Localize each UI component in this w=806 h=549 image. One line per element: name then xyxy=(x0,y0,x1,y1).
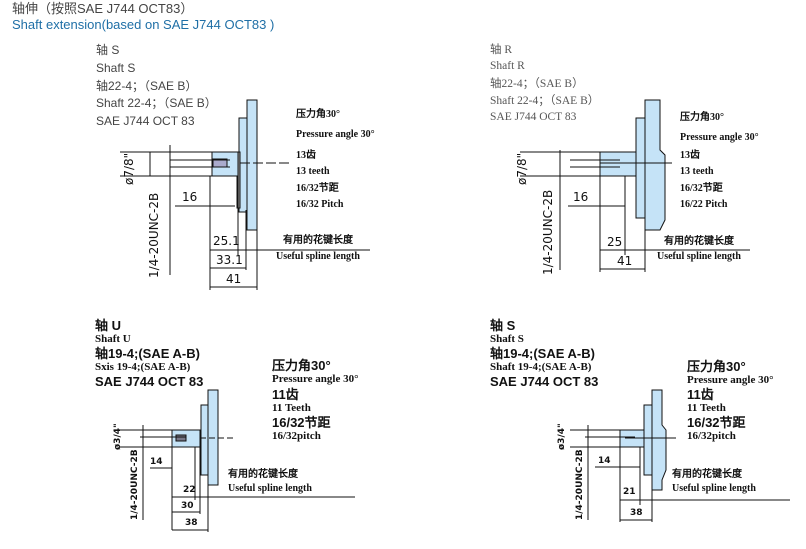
dim-25: 25 xyxy=(607,235,623,249)
pitch-cn: 16/32节距 xyxy=(296,183,339,194)
title-cn: 轴伸（按照SAE J744 OCT83） xyxy=(12,1,194,16)
spec-line: Shaft U xyxy=(95,333,131,345)
dim-21: 21 xyxy=(623,487,636,497)
pressure-angle-en: Pressure angle 30° xyxy=(272,373,359,385)
spec-line: 轴19-4;(SAE A-B) xyxy=(490,346,595,361)
pressure-angle-cn: 压力角30° xyxy=(272,358,331,373)
teeth-en: 11 Teeth xyxy=(687,402,726,414)
spec-line: Sxis 19-4;(SAE A-B) xyxy=(95,361,191,373)
teeth-cn: 13齿 xyxy=(680,150,700,161)
spec-line: 轴22-4；（SAE B） xyxy=(490,78,584,90)
spec-line: SAE J744 OCT 83 xyxy=(95,374,204,389)
spec-line: Shaft 22-4；（SAE B） xyxy=(96,96,217,110)
spec-line: 轴 R xyxy=(490,44,513,56)
pitch-en: 16/32pitch xyxy=(272,430,321,442)
teeth-en: 13 teeth xyxy=(680,166,714,177)
spec-line: 轴 S xyxy=(490,318,516,333)
pressure-angle-cn: 压力角30° xyxy=(687,359,746,374)
spec-line: SAE J744 OCT 83 xyxy=(490,111,577,123)
dim-38: 38 xyxy=(630,508,643,518)
spline-length-cn: 有用的花键长度 xyxy=(672,469,742,480)
pressure-angle-cn: 压力角30° xyxy=(680,112,724,123)
spec-line: Shaft S xyxy=(490,333,524,345)
spec-line: SAE J744 OCT 83 xyxy=(490,374,599,389)
dim-41: 41 xyxy=(226,272,242,286)
spline-length-cn: 有用的花键长度 xyxy=(283,235,353,246)
pitch-cn: 16/32节距 xyxy=(272,415,331,430)
drawing-shaft-s-22-4 xyxy=(120,99,370,290)
dim-16: 16 xyxy=(182,190,198,204)
teeth-cn: 13齿 xyxy=(296,150,316,161)
teeth-cn: 11齿 xyxy=(272,387,299,402)
spec-line: 轴 U xyxy=(95,318,122,333)
pitch-cn: 16/32节距 xyxy=(687,415,746,430)
dim-14: 14 xyxy=(598,456,611,466)
title-en: Shaft extension(based on SAE J744 OCT83 … xyxy=(12,17,275,32)
spline-length-en: Useful spline length xyxy=(657,251,741,262)
diameter-label: ø3/4" xyxy=(113,423,123,450)
thread-label: 1/4-20UNC-2B xyxy=(575,449,585,520)
dim-25-1: 25.1 xyxy=(213,234,240,248)
teeth-en: 11 Teeth xyxy=(272,402,311,414)
dim-16: 16 xyxy=(573,190,589,204)
spec-line: Shaft S xyxy=(96,61,136,75)
teeth-cn: 11齿 xyxy=(687,387,714,402)
drawing-shaft-s-19-4 xyxy=(570,389,790,522)
spec-line: 轴22-4；（SAE B） xyxy=(96,79,198,93)
dim-30: 30 xyxy=(181,501,194,511)
pitch-cn: 16/32节距 xyxy=(680,183,723,194)
pressure-angle-en: Pressure angle 30° xyxy=(687,374,774,386)
dim-38: 38 xyxy=(185,518,198,528)
drawing-shaft-r xyxy=(520,99,750,272)
dim-14: 14 xyxy=(150,457,163,467)
drawing-shaft-u xyxy=(120,389,355,532)
pressure-angle-en: Pressure angle 30° xyxy=(680,132,759,143)
dim-41: 41 xyxy=(617,254,633,268)
spline-length-en: Useful spline length xyxy=(228,483,312,494)
spec-line: Shaft 22-4；（SAE B） xyxy=(490,95,600,107)
dim-33-1: 33.1 xyxy=(216,253,243,267)
diameter-label: ø7/8" xyxy=(515,152,529,185)
thread-label: 1/4-20UNC-2B xyxy=(541,189,555,275)
spec-line: Shaft R xyxy=(490,60,525,72)
dim-22: 22 xyxy=(183,485,196,495)
pitch-en: 16/32 Pitch xyxy=(296,199,344,210)
spec-line: 轴19-4;(SAE A-B) xyxy=(95,346,200,361)
thread-label: 1/4-20UNC-2B xyxy=(130,449,140,520)
spline-length-cn: 有用的花键长度 xyxy=(228,469,298,480)
teeth-en: 13 teeth xyxy=(296,166,330,177)
spline-length-en: Useful spline length xyxy=(276,251,360,262)
pressure-angle-en: Pressure angle 30° xyxy=(296,129,375,140)
spec-line: Shaft 19-4;(SAE A-B) xyxy=(490,361,592,373)
pressure-angle-cn: 压力角30° xyxy=(296,109,340,120)
spec-line: 轴 S xyxy=(96,43,120,57)
spline-length-en: Useful spline length xyxy=(672,483,756,494)
thread-label: 1/4-20UNC-2B xyxy=(147,192,161,278)
spec-line: SAE J744 OCT 83 xyxy=(96,114,195,128)
diameter-label: ø7/8" xyxy=(122,152,136,185)
pitch-en: 16/22 Pitch xyxy=(680,199,728,210)
diameter-label: ø3/4" xyxy=(557,423,567,450)
spline-length-cn: 有用的花键长度 xyxy=(664,236,734,247)
pitch-en: 16/32pitch xyxy=(687,430,736,442)
